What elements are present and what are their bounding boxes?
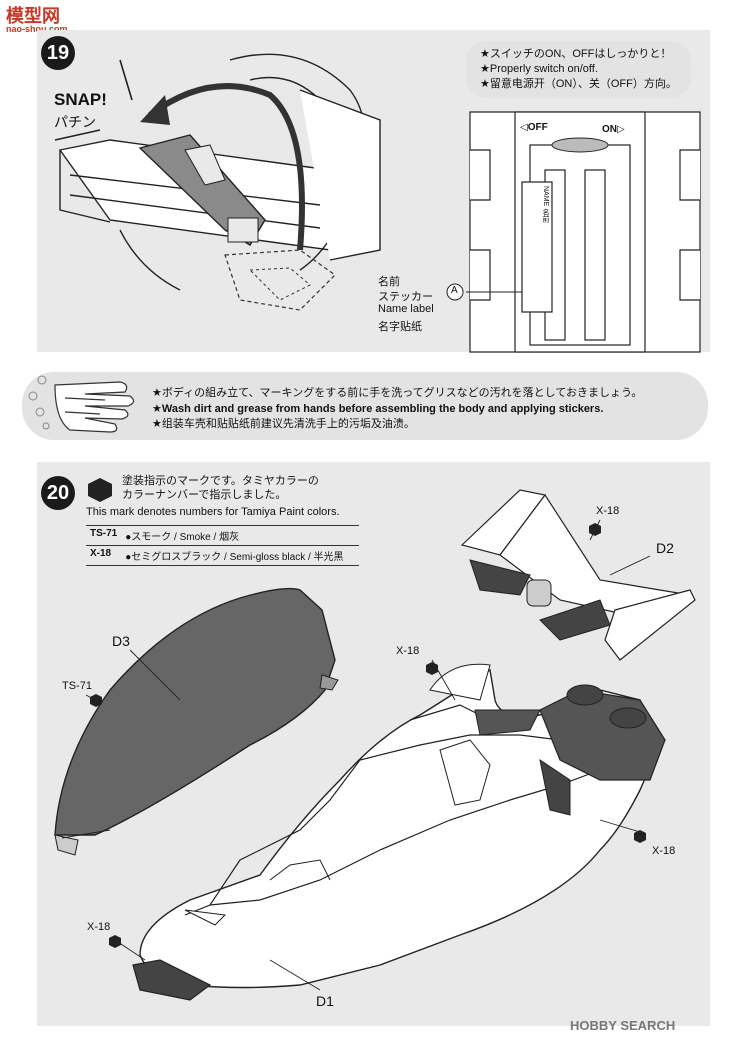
watermark-url: nao-shou.com: [6, 24, 68, 34]
step-20-number: 20: [41, 476, 75, 510]
paint-intro-jp: 塗装指示のマークです。タミヤカラーの カラーナンバーで指示しました。: [122, 475, 319, 501]
wash-hands-text: ★ボディの組み立て、マーキングをする前に手を洗ってグリスなどの汚れを落としておき…: [152, 387, 643, 430]
name-tag: NAME 名前: [542, 186, 549, 223]
label-ts71: TS-71: [62, 680, 92, 692]
switch-notes: ★スイッチのON、OFFはしっかりと！ ★Properly switch on/…: [466, 41, 691, 98]
watermark-logo: 模型网: [6, 6, 60, 26]
on-label: ON▷: [602, 124, 625, 135]
label-d3: D3: [112, 633, 130, 649]
snap-label: SNAP!: [54, 90, 107, 109]
label-d1: D1: [316, 993, 334, 1009]
label-x18-front: X-18: [87, 921, 111, 933]
paint-legend: 塗装指示のマークです。タミヤカラーの カラーナンバーで指示しました。 This …: [86, 474, 386, 566]
snap-label-jp: パチン: [54, 114, 96, 130]
paint-mark-icon: [88, 478, 112, 502]
wash-hands-banner: [22, 372, 708, 440]
label-x18-wing: X-18: [596, 505, 620, 517]
paint-table: TS-71 ●スモーク / Smoke / 烟灰 X-18 ●セミグロスブラック…: [86, 525, 360, 566]
paint-intro-en: This mark denotes numbers for Tamiya Pai…: [86, 506, 340, 518]
label-d2: D2: [656, 540, 674, 556]
sticker-label-3: Name label: [378, 303, 434, 315]
step-19-number: 19: [41, 36, 75, 70]
paint-row: TS-71 ●スモーク / Smoke / 烟灰: [86, 525, 360, 546]
paint-row: X-18 ●セミグロスブラック / Semi-gloss black / 半光黑: [86, 545, 360, 566]
sticker-label-1: 名前: [378, 276, 400, 288]
sticker-marker: A: [451, 285, 458, 296]
sticker-label-4: 名字贴纸: [378, 321, 422, 333]
label-x18-body: X-18: [396, 645, 420, 657]
label-x18-side: X-18: [652, 845, 676, 857]
off-label: ◁OFF: [520, 122, 548, 133]
sticker-label-2: ステッカー: [378, 291, 433, 303]
watermark-hobby-search: HOBBY SEARCH: [570, 1018, 676, 1033]
